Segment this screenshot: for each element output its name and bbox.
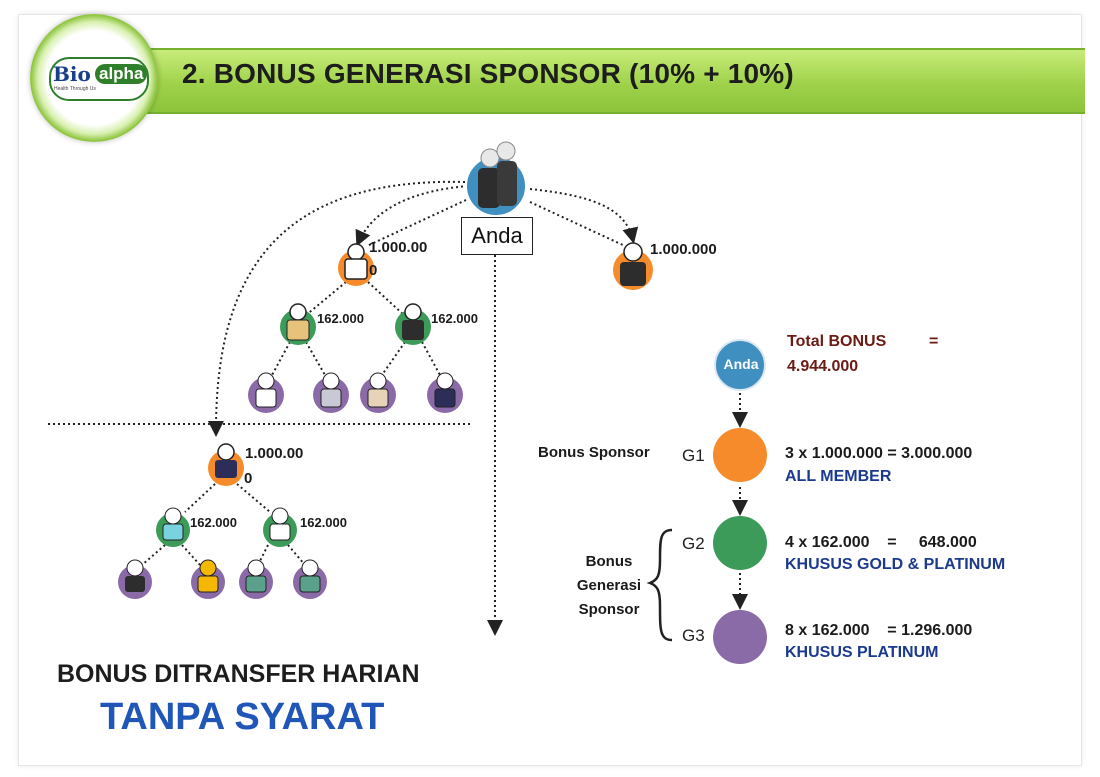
note-g2: KHUSUS GOLD & PLATINUM [785, 556, 1006, 573]
amount-first-right: 1.000.000 [650, 241, 717, 258]
link-root-to-first-right-straight [529, 201, 626, 247]
node-lower-g2-b [263, 507, 297, 547]
note-g3: KHUSUS PLATINUM [785, 644, 939, 661]
total-bonus-label: Total BONUS [787, 333, 887, 350]
amount-upper-g2-b: 162.000 [431, 311, 478, 326]
node-lower-g3-4 [293, 559, 327, 599]
node-upper-g3-2 [313, 372, 349, 413]
bonus-generasi-line-2: Generasi [576, 577, 642, 594]
link-root-to-first-left [355, 185, 469, 247]
logo-alpha-text: alpha [95, 64, 148, 84]
note-g1: ALL MEMBER [785, 468, 892, 485]
total-bonus-equals: = [929, 333, 939, 350]
amount-upper-g2-a: 162.000 [317, 311, 364, 326]
summary-g2-circle [713, 516, 767, 570]
formula-g3: 8 x 162.000 = 1.296.000 [785, 622, 973, 639]
amount-lower-root-suffix: 0 [244, 470, 253, 487]
footer-line-1: BONUS DITRANSFER HARIAN [57, 660, 420, 688]
bonus-generasi-line-3: Sponsor [578, 601, 640, 618]
root-anda-label: Anda [461, 217, 533, 255]
generasi-brace [646, 528, 673, 642]
bonus-sponsor-label: Bonus Sponsor [538, 444, 650, 461]
node-first-left [338, 243, 374, 286]
logo-tagline: Health Through Us [54, 86, 96, 92]
total-bonus-value: 4.944.000 [787, 358, 859, 375]
node-lower-g3-1 [118, 559, 152, 599]
amount-lower-g2-b: 162.000 [300, 515, 347, 530]
summary-anda-circle [714, 339, 766, 391]
bonus-generasi-line-1: Bonus [585, 553, 633, 570]
node-upper-g3-4 [427, 372, 463, 413]
page-title: 2. BONUS GENERASI SPONSOR (10% + 10%) [182, 58, 794, 89]
node-lower-g3-3 [239, 559, 273, 599]
node-lower-root [208, 443, 244, 486]
amount-lower-root: 1.000.00 [245, 445, 304, 462]
gen-label-g2: G2 [682, 534, 705, 553]
node-first-right [613, 242, 653, 290]
slide-canvas [18, 14, 1082, 766]
node-lower-g3-2 [191, 559, 225, 599]
summary-g3-circle [713, 610, 767, 664]
gen-label-g1: G1 [682, 446, 705, 465]
footer-line-2: TANPA SYARAT [100, 696, 385, 738]
gen-label-g3: G3 [682, 626, 705, 645]
amount-first-left-suffix: 0 [369, 262, 378, 279]
bonus-generasi-sponsor-label: Bonus Generasi Sponsor [570, 550, 648, 622]
amount-first-left: 1.000.00 [369, 239, 428, 256]
logo-bio-text: Bio [53, 62, 91, 86]
formula-g1: 3 x 1.000.000 = 3.000.000 [785, 445, 973, 462]
amount-lower-g2-a: 162.000 [190, 515, 237, 530]
title-banner [95, 48, 1085, 114]
summary-anda-text: Anda [723, 356, 759, 372]
summary-g1-circle [713, 428, 767, 482]
node-lower-g2-a [156, 507, 190, 547]
node-upper-g3-3 [360, 372, 396, 413]
link-root-to-first-left-straight [366, 199, 467, 247]
node-upper-g2-a [280, 303, 316, 345]
node-upper-g3-1 [248, 372, 284, 413]
formula-g2: 4 x 162.000 = 648.000 [785, 534, 977, 551]
link-root-to-first-right [529, 188, 639, 244]
root-node [465, 141, 527, 217]
node-upper-g2-b [395, 303, 431, 345]
